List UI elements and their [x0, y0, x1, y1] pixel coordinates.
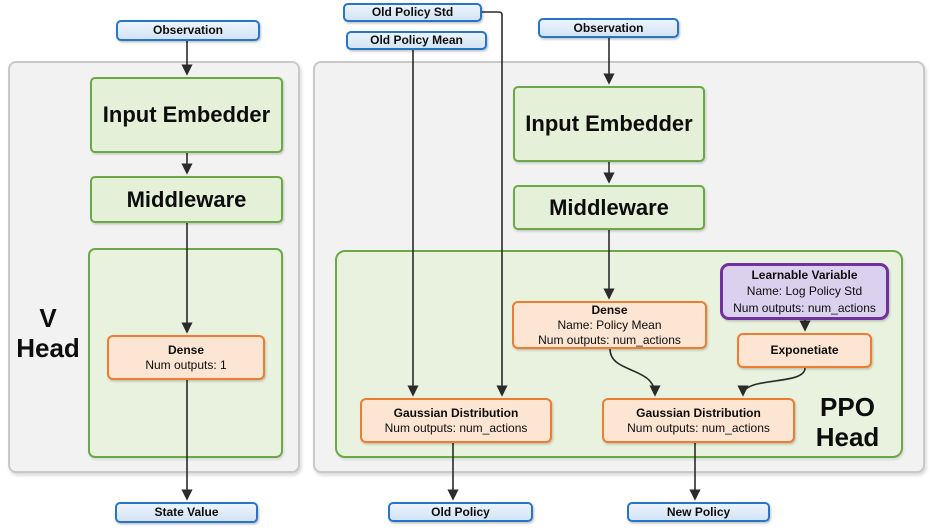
state-value-label: State Value — [154, 505, 219, 519]
arrow-exponetiate-to-gaussian-new — [737, 367, 806, 397]
ppo-observation-label: Observation — [573, 20, 644, 35]
vhead-dense-title: Dense — [167, 342, 205, 357]
vhead-dense-box: Dense Num outputs: 1 — [107, 335, 265, 380]
vhead-observation-label: Observation — [152, 23, 224, 37]
learnable-variable-name: Name: Log Policy Std — [746, 284, 863, 299]
vhead-observation-box: Observation — [116, 20, 260, 41]
ppo-dense-name: Name: Policy Mean — [557, 317, 662, 332]
vhead-middleware-label: Middleware — [126, 186, 247, 212]
old-policy-std-label: Old Policy Std — [371, 5, 454, 19]
ppo-input-embedder-box: Input Embedder — [513, 86, 705, 162]
arrow-dense-to-gaussian-new — [609, 348, 661, 397]
vhead-middleware-box: Middleware — [90, 176, 283, 223]
exponetiate-box: Exponetiate — [737, 333, 872, 368]
vhead-input-embedder-box: Input Embedder — [90, 77, 283, 153]
ppo-middleware-box: Middleware — [513, 185, 705, 230]
new-policy-box: New Policy — [627, 502, 770, 522]
learnable-variable-title: Learnable Variable — [751, 268, 858, 283]
exponetiate-label: Exponetiate — [770, 343, 839, 357]
ppo-head-label: PPO Head — [800, 392, 895, 452]
new-policy-label: New Policy — [666, 504, 731, 519]
ppo-observation-box: Observation — [538, 18, 679, 38]
ppo-input-embedder-label: Input Embedder — [525, 111, 693, 137]
gaussian-distribution-new-box: Gaussian Distribution Num outputs: num_a… — [602, 398, 795, 443]
ppo-head-label-line2: Head — [815, 422, 880, 452]
ppo-middleware-label: Middleware — [549, 194, 669, 220]
old-policy-box: Old Policy — [388, 502, 533, 522]
gaussian-old-outputs: Num outputs: num_actions — [384, 420, 528, 435]
old-policy-mean-label: Old Policy Mean — [370, 33, 463, 47]
gaussian-old-title: Gaussian Distribution — [393, 405, 519, 420]
vhead-input-embedder-label: Input Embedder — [102, 102, 271, 128]
learnable-variable-outputs: Num outputs: num_actions — [733, 300, 876, 315]
v-head-label-line2: Head — [16, 333, 80, 363]
ppo-dense-title: Dense — [591, 302, 628, 317]
old-policy-label: Old Policy — [431, 504, 490, 519]
gaussian-new-outputs: Num outputs: num_actions — [627, 420, 770, 435]
ppo-dense-outputs: Num outputs: num_actions — [538, 332, 681, 347]
learnable-variable-box: Learnable Variable Name: Log Policy Std … — [720, 263, 889, 320]
ppo-head-label-line1: PPO — [820, 392, 875, 422]
arrow-old-policy-std-to-gaussian-old — [482, 11, 508, 397]
vhead-dense-outputs: Num outputs: 1 — [145, 357, 227, 372]
old-policy-mean-box: Old Policy Mean — [346, 31, 487, 50]
v-head-label: V Head — [10, 303, 86, 363]
state-value-box: State Value — [115, 502, 258, 523]
ppo-dense-box: Dense Name: Policy Mean Num outputs: num… — [512, 301, 707, 349]
gaussian-new-title: Gaussian Distribution — [636, 405, 761, 420]
gaussian-distribution-old-box: Gaussian Distribution Num outputs: num_a… — [360, 398, 552, 443]
old-policy-std-box: Old Policy Std — [343, 3, 482, 22]
v-head-label-line1: V — [39, 303, 57, 333]
